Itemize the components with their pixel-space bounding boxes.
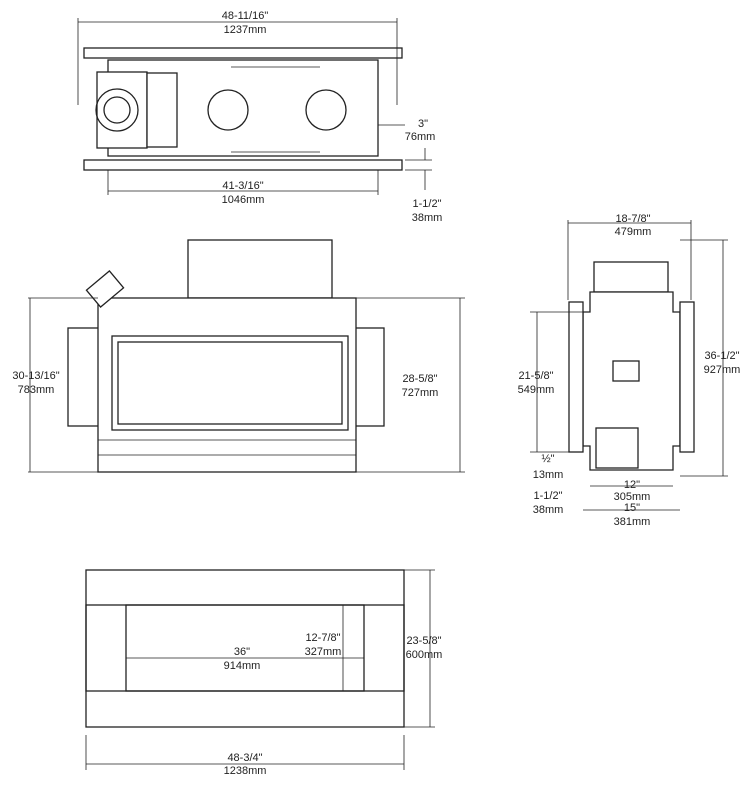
- surround-overall-height-in: 23-5/8": [406, 635, 441, 647]
- top-side-offset-in: 3": [418, 118, 428, 130]
- side-top-width-mm: 479mm: [615, 226, 652, 238]
- side-base-inner-mm: 305mm: [614, 491, 651, 503]
- surround-overall-width-mm: 1238mm: [224, 765, 267, 777]
- top-overall-width-in: 48-11/16": [222, 10, 269, 22]
- side-flange-in: 1-1/2": [534, 490, 563, 502]
- front-overall-height-mm: 783mm: [18, 384, 55, 396]
- side-mid-height-in: 21-5/8": [518, 370, 553, 382]
- top-body-width-in: 41-3/16": [222, 180, 263, 192]
- valve-icon: [612, 360, 640, 382]
- top-flange-in: 1-1/2": [413, 198, 442, 210]
- side-overall-height-in: 36-1/2": [704, 350, 739, 362]
- surround-view: 36" 914mm 12-7/8" 327mm 23-5/8" 600mm 48…: [85, 569, 443, 777]
- side-base-outer-mm: 381mm: [614, 516, 651, 528]
- front-body-height-in: 28-5/8": [402, 373, 437, 385]
- top-view: 48-11/16" 1237mm 41-3/16" 1046mm 3" 76mm…: [77, 10, 443, 224]
- side-base-outer-in: 15": [624, 502, 640, 514]
- surround-opening-height-mm: 327mm: [305, 646, 342, 658]
- side-base-inner-in: 12": [624, 479, 640, 491]
- front-body-height-mm: 727mm: [402, 387, 439, 399]
- surround-opening-height-in: 12-7/8": [305, 632, 340, 644]
- surround-opening-width-mm: 914mm: [224, 660, 261, 672]
- side-overall-height-mm: 927mm: [704, 364, 741, 376]
- surround-overall-width-in: 48-3/4": [227, 752, 262, 764]
- top-flange-mm: 38mm: [412, 212, 443, 224]
- top-side-offset-mm: 76mm: [405, 131, 436, 143]
- side-half-inch-mm: 13mm: [533, 469, 564, 481]
- front-view: 30-13/16" 783mm 28-5/8" 727mm: [12, 239, 465, 473]
- front-overall-height-in: 30-13/16": [12, 370, 59, 382]
- top-body-width-mm: 1046mm: [222, 194, 265, 206]
- vent-collar-icon: [103, 96, 131, 124]
- side-half-inch-in: ½": [541, 453, 554, 465]
- surround-overall-height-mm: 600mm: [406, 649, 443, 661]
- top-overall-width-mm: 1237mm: [224, 24, 267, 36]
- side-view: 18-7/8" 479mm 36-1/2" 927mm 21-5/8" 549m…: [518, 213, 741, 528]
- side-flange-mm: 38mm: [533, 504, 564, 516]
- surround-opening-width-in: 36": [234, 646, 250, 658]
- side-top-width-in: 18-7/8": [615, 213, 650, 225]
- side-mid-height-mm: 549mm: [518, 384, 555, 396]
